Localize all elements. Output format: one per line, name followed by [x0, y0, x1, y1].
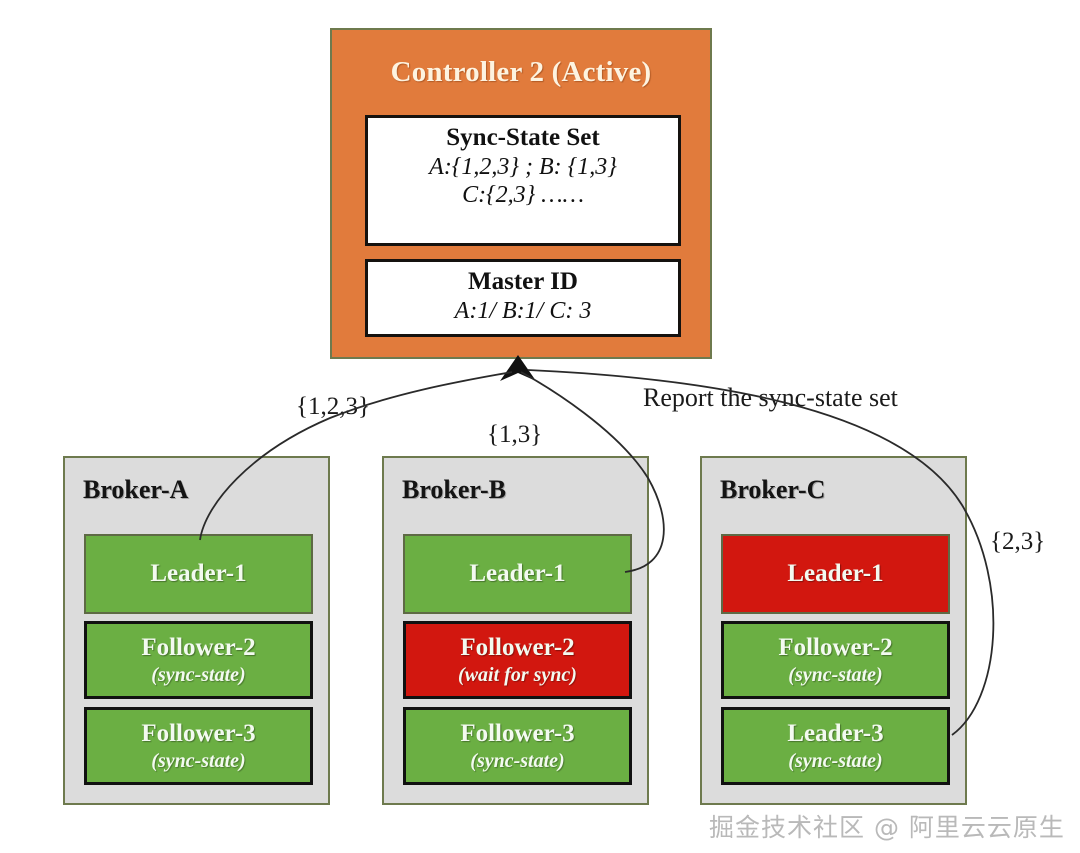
node-label: Follower-2: [778, 634, 893, 661]
master-id-heading: Master ID: [468, 268, 578, 295]
controller-title: Controller 2 (Active): [390, 56, 652, 88]
broker-b-node-2[interactable]: Follower-2 (wait for sync): [403, 621, 632, 699]
node-sublabel: (sync-state): [470, 750, 565, 772]
node-sublabel: (wait for sync): [458, 664, 577, 686]
node-label: Follower-3: [141, 720, 256, 747]
master-id-box: Master ID A:1/ B:1/ C: 3: [365, 259, 681, 337]
broker-box-b[interactable]: Broker-B Leader-1 Follower-2 (wait for s…: [382, 456, 649, 805]
node-label: Leader-3: [787, 720, 884, 747]
broker-title: Broker-B: [402, 475, 506, 504]
node-label: Leader-1: [469, 560, 566, 587]
sync-state-set-line-1: A:{1,2,3} ; B: {1,3}: [429, 153, 617, 180]
master-id-line-1: A:1/ B:1/ C: 3: [454, 297, 592, 324]
broker-c-node-1[interactable]: Leader-1: [721, 534, 950, 614]
node-sublabel: (sync-state): [788, 664, 883, 686]
node-label: Leader-1: [787, 560, 884, 587]
broker-a-node-2[interactable]: Follower-2 (sync-state): [84, 621, 313, 699]
edge-label-broker-a: {1,2,3}: [296, 393, 370, 420]
node-label: Follower-2: [460, 634, 575, 661]
edge-label-broker-c: {2,3}: [990, 528, 1046, 555]
broker-a-node-3[interactable]: Follower-3 (sync-state): [84, 707, 313, 785]
node-label: Leader-1: [150, 560, 247, 587]
broker-b-node-1[interactable]: Leader-1: [403, 534, 632, 614]
broker-c-node-3[interactable]: Leader-3 (sync-state): [721, 707, 950, 785]
node-sublabel: (sync-state): [788, 750, 883, 772]
node-label: Follower-3: [460, 720, 575, 747]
node-sublabel: (sync-state): [151, 750, 246, 772]
watermark-text: 掘金技术社区 @ 阿里云云原生: [709, 813, 1065, 842]
broker-box-c[interactable]: Broker-C Leader-1 Follower-2 (sync-state…: [700, 456, 967, 805]
broker-title: Broker-A: [83, 475, 189, 504]
sync-state-set-box: Sync-State Set A:{1,2,3} ; B: {1,3} C:{2…: [365, 115, 681, 246]
broker-title: Broker-C: [720, 475, 826, 504]
edge-label-broker-b: {1,3}: [487, 421, 543, 448]
broker-c-node-2[interactable]: Follower-2 (sync-state): [721, 621, 950, 699]
broker-a-node-1[interactable]: Leader-1: [84, 534, 313, 614]
node-sublabel: (sync-state): [151, 664, 246, 686]
sync-state-set-heading: Sync-State Set: [446, 124, 600, 151]
broker-box-a[interactable]: Broker-A Leader-1 Follower-2 (sync-state…: [63, 456, 330, 805]
sync-state-set-line-2: C:{2,3} ……: [462, 182, 584, 209]
node-label: Follower-2: [141, 634, 256, 661]
controller-box[interactable]: Controller 2 (Active) Sync-State Set A:{…: [330, 28, 712, 359]
broker-b-node-3[interactable]: Follower-3 (sync-state): [403, 707, 632, 785]
edge-label-report: Report the sync-state set: [643, 383, 898, 412]
